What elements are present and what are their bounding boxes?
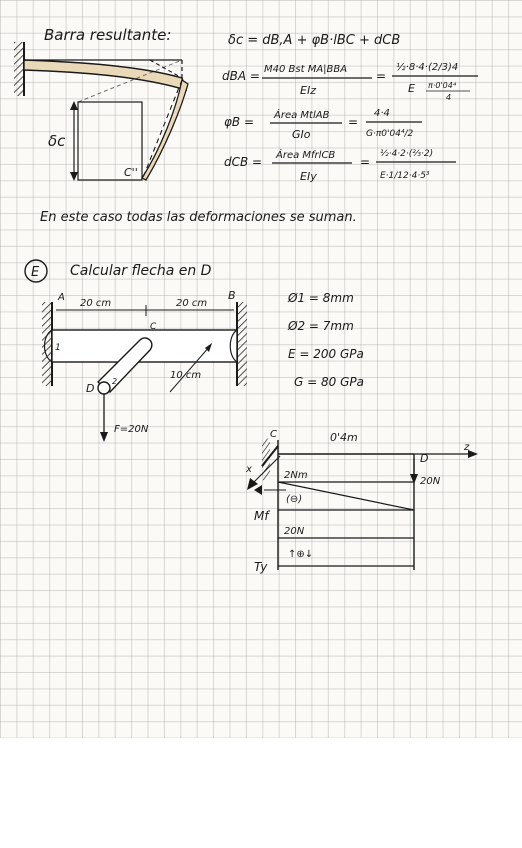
point-c-label: C'' xyxy=(124,166,138,179)
svg-text:=: = xyxy=(360,155,370,169)
svg-text:EIy: EIy xyxy=(300,170,317,183)
param-phi2: Ø2 = 7mm xyxy=(287,319,354,333)
shear-label: Ty xyxy=(254,560,268,574)
diagram-c-label: C xyxy=(270,429,277,440)
graph-paper-sheet xyxy=(0,0,522,738)
wall-hatch-right xyxy=(236,302,247,386)
lever-arm xyxy=(96,337,212,395)
svg-text:EIz: EIz xyxy=(300,84,316,97)
axis-z-label: z xyxy=(463,442,470,453)
svg-text:=: = xyxy=(348,115,358,129)
conclusion-text: En este caso todas las deformaciones se … xyxy=(40,210,357,225)
svg-text:π·0'04⁴: π·0'04⁴ xyxy=(428,81,457,90)
param-phi1: Ø1 = 8mm xyxy=(287,291,354,305)
shear-sign: ↑⊕↓ xyxy=(288,549,313,560)
eq-phi: φB = Área MtlAB GIo = 4·4 G·π0'04⁴/2 xyxy=(224,108,422,141)
force-arrow xyxy=(100,394,108,442)
dim-cd: 10 cm xyxy=(170,370,201,381)
dim-ac: 20 cm xyxy=(80,298,111,309)
sc-label: δc xyxy=(48,132,66,150)
eq-main: δc = dB,A + φB·lBC + dCB xyxy=(228,33,400,48)
svg-text:E: E xyxy=(31,265,40,280)
diagram-load: 20N xyxy=(420,476,441,487)
svg-text:E: E xyxy=(408,82,415,95)
point-d-label: D xyxy=(86,382,94,395)
support-b-label: B xyxy=(228,289,236,302)
svg-text:Área MtlAB: Área MtlAB xyxy=(273,108,330,121)
support-a-label: A xyxy=(57,292,65,303)
moment-diagram xyxy=(254,481,415,511)
svg-text:4: 4 xyxy=(446,93,451,102)
dim-cb: 20 cm xyxy=(176,298,207,309)
axis-x-label: x xyxy=(245,464,252,475)
svg-text:½·4·2·(⅔·2): ½·4·2·(⅔·2) xyxy=(380,149,433,159)
shear-diagram xyxy=(278,537,414,567)
svg-text:4·4: 4·4 xyxy=(374,108,390,119)
param-e: E = 200 GPa xyxy=(288,347,364,361)
svg-text:M40 Bst MA|BBA: M40 Bst MA|BBA xyxy=(264,64,347,75)
svg-text:=: = xyxy=(376,69,386,83)
problem-marker: E xyxy=(24,259,48,283)
dimension-ac-cb xyxy=(56,305,234,316)
part1-title: Barra resultante: xyxy=(44,26,171,44)
deformed-bar-sketch xyxy=(23,59,189,181)
part2-title: Calcular flecha en D xyxy=(70,263,212,279)
diagram-beam xyxy=(247,437,478,570)
notes-drawing: Barra resultante: δc C'' δc = dB,A + φB·… xyxy=(14,26,478,574)
svg-text:dCB =: dCB = xyxy=(224,155,262,169)
diagram-length: 0'4m xyxy=(330,431,358,444)
svg-text:½·8·4·(2/3)4: ½·8·4·(2/3)4 xyxy=(396,61,458,73)
svg-text:φB =: φB = xyxy=(224,115,254,129)
wall-hatch-left xyxy=(42,302,53,386)
param-g: G = 80 GPa xyxy=(294,375,364,389)
moment-label: Mf xyxy=(254,509,270,523)
eq-dcb: dCB = Área MfrlCB EIy = ½·4·2·(⅔·2) E·1/… xyxy=(224,148,456,183)
section-2-label: 2 xyxy=(112,377,117,386)
eq-dba: dBA = M40 Bst MA|BBA EIz = ½·8·4·(2/3)4 … xyxy=(222,61,478,102)
svg-text:G·π0'04⁴/2: G·π0'04⁴/2 xyxy=(366,129,414,139)
shear-value: 20N xyxy=(284,526,305,537)
section-1-label: 1 xyxy=(55,343,61,353)
svg-text:GIo: GIo xyxy=(292,128,311,141)
moment-value: 2Nm xyxy=(284,470,308,481)
diagram-d-label: D xyxy=(420,452,428,465)
svg-text:Área MfrlCB: Área MfrlCB xyxy=(275,148,335,161)
wall-hatch-top xyxy=(14,42,25,96)
svg-text:E·1/12·4·5³: E·1/12·4·5³ xyxy=(380,171,430,181)
point-c-shaft: C xyxy=(150,322,157,332)
moment-sign: (⊖) xyxy=(286,494,302,505)
svg-text:dBA =: dBA = xyxy=(222,69,260,83)
force-label: F=20N xyxy=(114,424,149,435)
